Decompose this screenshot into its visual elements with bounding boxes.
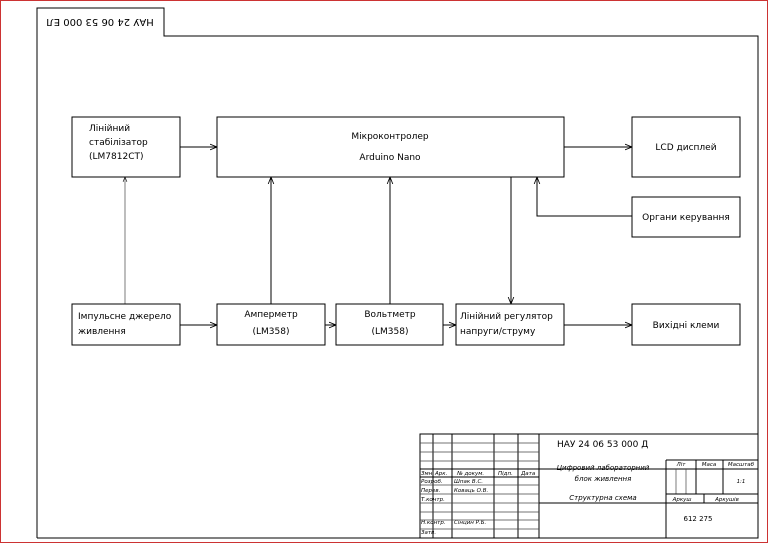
hdr-izm: Змн [421, 471, 433, 477]
block-label-line: (LM358) [372, 327, 409, 337]
name-ncontrol: Сінцин Р.Б. [454, 520, 486, 526]
drawing-frame [36, 7, 759, 434]
hdr-mass: Маса [702, 462, 717, 468]
block-label-line: Органи керування [642, 213, 730, 223]
title-product-name: Цифровий лабораторний [557, 464, 650, 472]
name-developer: Шпак В.С. [454, 479, 483, 485]
role-developer: Розроб. [421, 479, 443, 485]
scale-value: 1:1 [737, 479, 746, 485]
block-label-line: Мікроконтролер [351, 132, 428, 142]
hdr-date: Дата [520, 471, 536, 477]
block-label-line: (LM358) [253, 327, 290, 337]
hdr-sign: Підп. [498, 471, 513, 477]
title-product-name: блок живлення [575, 475, 632, 483]
block-label-line: стабілізатор [89, 138, 148, 148]
title-org: 612 275 [684, 515, 713, 523]
rotated-doc-code: НАУ 24 06 53 000 ЕЛ [46, 16, 153, 27]
hdr-sheets: Аркушів [714, 497, 739, 503]
role-tcontrol: Т.контр. [421, 497, 445, 503]
hdr-list: Арк. [434, 471, 448, 477]
block-label-line: Вихідні клеми [653, 321, 720, 331]
block-label-line: Лінійний [89, 124, 130, 134]
role-ncontrol: Н.контр. [421, 520, 446, 526]
hdr-doc-no: № докум. [456, 471, 484, 477]
block-psu: Імпульсне джерело живлення [71, 303, 181, 346]
arrow-controls-to-mcu [537, 177, 632, 217]
block-stabilizer: Лінійний стабілізатор (LM7812CT) [71, 116, 181, 178]
block-label-line: Лінійний регулятор [460, 312, 553, 322]
role-checker: Перев. [421, 488, 441, 494]
block-regulator: Лінійний регулятор напруги/струму [455, 303, 565, 346]
block-ammeter: Амперметр (LM358) [216, 303, 326, 346]
name-checker: Коваць О.В. [454, 488, 488, 494]
connectors [125, 147, 632, 325]
block-label-line: Arduino Nano [359, 153, 421, 163]
block-label-line: Вольтметр [364, 310, 416, 320]
title-doc-title: Структурна схема [569, 494, 636, 502]
block-outputs: Вихідні клеми [631, 303, 741, 346]
role-approved: Затв. [421, 530, 436, 536]
block-voltmeter: Вольтметр (LM358) [335, 303, 444, 346]
block-mcu: Мікроконтролер Arduino Nano [216, 116, 565, 178]
hdr-lit: Літ [676, 462, 687, 468]
title-doc-code: НАУ 24 06 53 000 Д [557, 440, 648, 450]
block-label-line: Амперметр [244, 310, 298, 320]
block-label-line: LCD дисплей [655, 143, 716, 153]
block-lcd: LCD дисплей [631, 116, 741, 178]
title-block: НАУ 24 06 53 000 Д Цифровий лабораторний… [419, 433, 759, 539]
hdr-scale: Масштаб [728, 462, 755, 468]
hdr-sheet: Аркуш [672, 497, 692, 503]
block-label-line: (LM7812CT) [89, 152, 144, 162]
block-label-line: напруги/струму [460, 327, 536, 337]
block-controls: Органи керування [631, 196, 741, 238]
block-label-line: Імпульсне джерело [78, 312, 172, 322]
block-label-line: живлення [78, 327, 126, 337]
